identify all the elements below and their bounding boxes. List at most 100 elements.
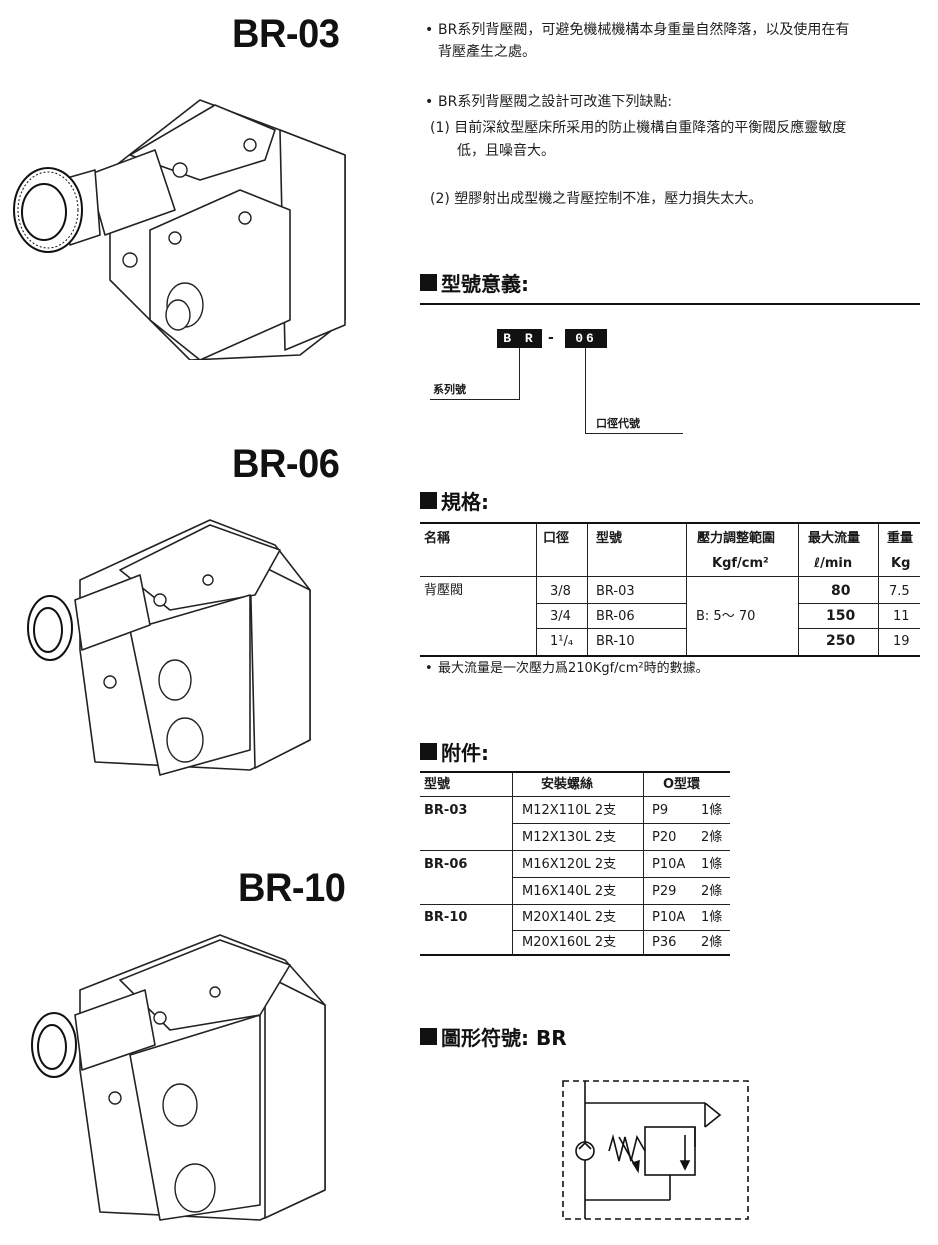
- specs-cell-port: 3/8: [550, 584, 571, 599]
- specs-header-flow-unit: ℓ/min: [814, 556, 853, 571]
- accessories-header-oring: O型環: [663, 777, 701, 792]
- intro-bullet-1-line2: 背壓產生之處。: [438, 44, 536, 60]
- specs-header-flow: 最大流量: [808, 531, 861, 546]
- section-divider: [420, 303, 920, 305]
- intro-bullet-2: BR系列背壓閥之設計可改進下列缺點:: [425, 92, 672, 113]
- specs-col-divider: [587, 524, 588, 655]
- accessories-cell-oring-code: P36: [652, 935, 677, 950]
- accessories-cell-bolt: M12X130L 2支: [522, 830, 617, 845]
- accessories-cell-oring-code: P20: [652, 830, 677, 845]
- specs-col-divider: [878, 524, 879, 655]
- square-bullet-icon: [420, 492, 437, 509]
- accessories-row-divider: [420, 904, 730, 905]
- accessories-cell-oring-code: P9: [652, 803, 669, 818]
- accessories-table-top-border: [420, 771, 730, 773]
- model-title-br10: BR-10: [238, 866, 346, 910]
- square-bullet-icon: [420, 1028, 437, 1045]
- accessories-col-divider: [643, 773, 644, 954]
- hydraulic-symbol-diagram: [562, 1080, 749, 1220]
- valve-illustration-br10: [31, 934, 326, 1221]
- accessories-cell-oring-code: P29: [652, 884, 677, 899]
- specs-cell-model: BR-03: [596, 584, 635, 599]
- valve-illustration-br03: [13, 99, 346, 360]
- specs-table-header-border: [420, 576, 920, 577]
- accessories-row-divider: [512, 930, 730, 931]
- accessories-cell-bolt: M20X160L 2支: [522, 935, 617, 950]
- accessories-cell-model: BR-06: [424, 857, 468, 872]
- specs-row-divider: [798, 628, 920, 629]
- label-port-size-code: 口徑代號: [596, 417, 640, 430]
- specs-cell-name: 背壓閥: [424, 583, 464, 598]
- specs-cell-model: BR-10: [596, 634, 635, 649]
- accessories-cell-oring-qty: 1條: [701, 910, 723, 925]
- specs-header-name: 名稱: [424, 531, 451, 546]
- square-bullet-icon: [420, 274, 437, 291]
- section-heading-specs: 規格:: [420, 486, 489, 515]
- accessories-cell-oring-code: P10A: [652, 910, 686, 925]
- square-bullet-icon: [420, 743, 437, 760]
- accessories-row-divider: [512, 877, 730, 878]
- leader-line: [519, 348, 520, 400]
- specs-cell-pressure-range: B: 5～ 70: [696, 609, 756, 624]
- leader-line: [585, 433, 683, 434]
- section-heading-accessories: 附件:: [420, 737, 489, 766]
- specs-row-divider: [536, 603, 686, 604]
- intro-item-2: (2) 塑膠射出成型機之背壓控制不准，壓力損失太大。: [430, 191, 763, 207]
- accessories-cell-bolt: M16X140L 2支: [522, 884, 617, 899]
- section-heading-model-meaning: 型號意義:: [420, 268, 529, 297]
- model-title-br06: BR-06: [232, 442, 340, 486]
- specs-table-top-border: [420, 522, 920, 524]
- leader-line: [585, 348, 586, 434]
- specs-col-divider: [686, 524, 687, 655]
- specs-cell-model: BR-06: [596, 609, 635, 624]
- specs-cell-port: 1¹/₄: [550, 634, 574, 649]
- valve-illustration-br06: [27, 519, 311, 776]
- accessories-col-divider: [512, 773, 513, 954]
- specs-header-pressure-unit: Kgf/cm²: [712, 556, 769, 571]
- accessories-header-bolt: 安裝螺絲: [541, 777, 594, 792]
- specs-cell-weight: 7.5: [889, 584, 910, 599]
- model-title-br03: BR-03: [232, 12, 340, 56]
- specs-header-model: 型號: [596, 531, 623, 546]
- specs-cell-flow: 250: [826, 633, 856, 649]
- accessories-cell-oring-qty: 2條: [701, 884, 723, 899]
- specs-header-port: 口徑: [543, 531, 570, 546]
- specs-header-weight: 重量: [887, 531, 914, 546]
- accessories-row-divider: [420, 850, 730, 851]
- accessories-table-bottom-border: [420, 954, 730, 956]
- specs-col-divider: [798, 524, 799, 655]
- accessories-cell-model: BR-10: [424, 910, 468, 925]
- intro-item-1-line1: (1) 目前深紋型壓床所采用的防止機構自重降落的平衡閥反應靈敏度: [430, 120, 847, 136]
- section-heading-symbol: 圖形符號: BR: [420, 1022, 567, 1051]
- specs-note: 最大流量是一次壓力爲210Kgf/cm²時的數據。: [425, 661, 709, 677]
- specs-table-bottom-border: [420, 655, 920, 657]
- model-code-size-box: 06: [565, 329, 607, 348]
- accessories-cell-model: BR-03: [424, 803, 468, 818]
- specs-header-pressure: 壓力調整範圍: [697, 531, 776, 546]
- specs-cell-flow: 80: [831, 583, 851, 599]
- accessories-cell-oring-qty: 1條: [701, 857, 723, 872]
- specs-header-weight-unit: Kg: [891, 556, 911, 571]
- specs-row-divider: [536, 628, 686, 629]
- specs-cell-port: 3/4: [550, 609, 571, 624]
- accessories-header-border: [420, 796, 730, 797]
- specs-cell-weight: 11: [893, 609, 910, 624]
- accessories-cell-oring-qty: 2條: [701, 830, 723, 845]
- label-series-number: 系列號: [433, 383, 466, 396]
- accessories-header-model: 型號: [424, 777, 451, 792]
- accessories-row-divider: [512, 823, 730, 824]
- accessories-cell-oring-qty: 2條: [701, 935, 723, 950]
- specs-cell-flow: 150: [826, 608, 856, 624]
- specs-cell-weight: 19: [893, 634, 910, 649]
- model-code-dash: -: [548, 330, 554, 346]
- accessories-cell-bolt: M16X120L 2支: [522, 857, 617, 872]
- accessories-cell-bolt: M20X140L 2支: [522, 910, 617, 925]
- accessories-cell-oring-qty: 1條: [701, 803, 723, 818]
- accessories-cell-oring-code: P10A: [652, 857, 686, 872]
- specs-row-divider: [798, 603, 920, 604]
- model-code-series-box: B R: [497, 329, 542, 348]
- leader-line: [430, 399, 520, 400]
- intro-bullet-1-line1: BR系列背壓閥，可避免機械機構本身重量自然降落，以及使用在有: [425, 20, 849, 41]
- accessories-cell-bolt: M12X110L 2支: [522, 803, 617, 818]
- intro-item-1-line2: 低，且噪音大。: [457, 143, 555, 159]
